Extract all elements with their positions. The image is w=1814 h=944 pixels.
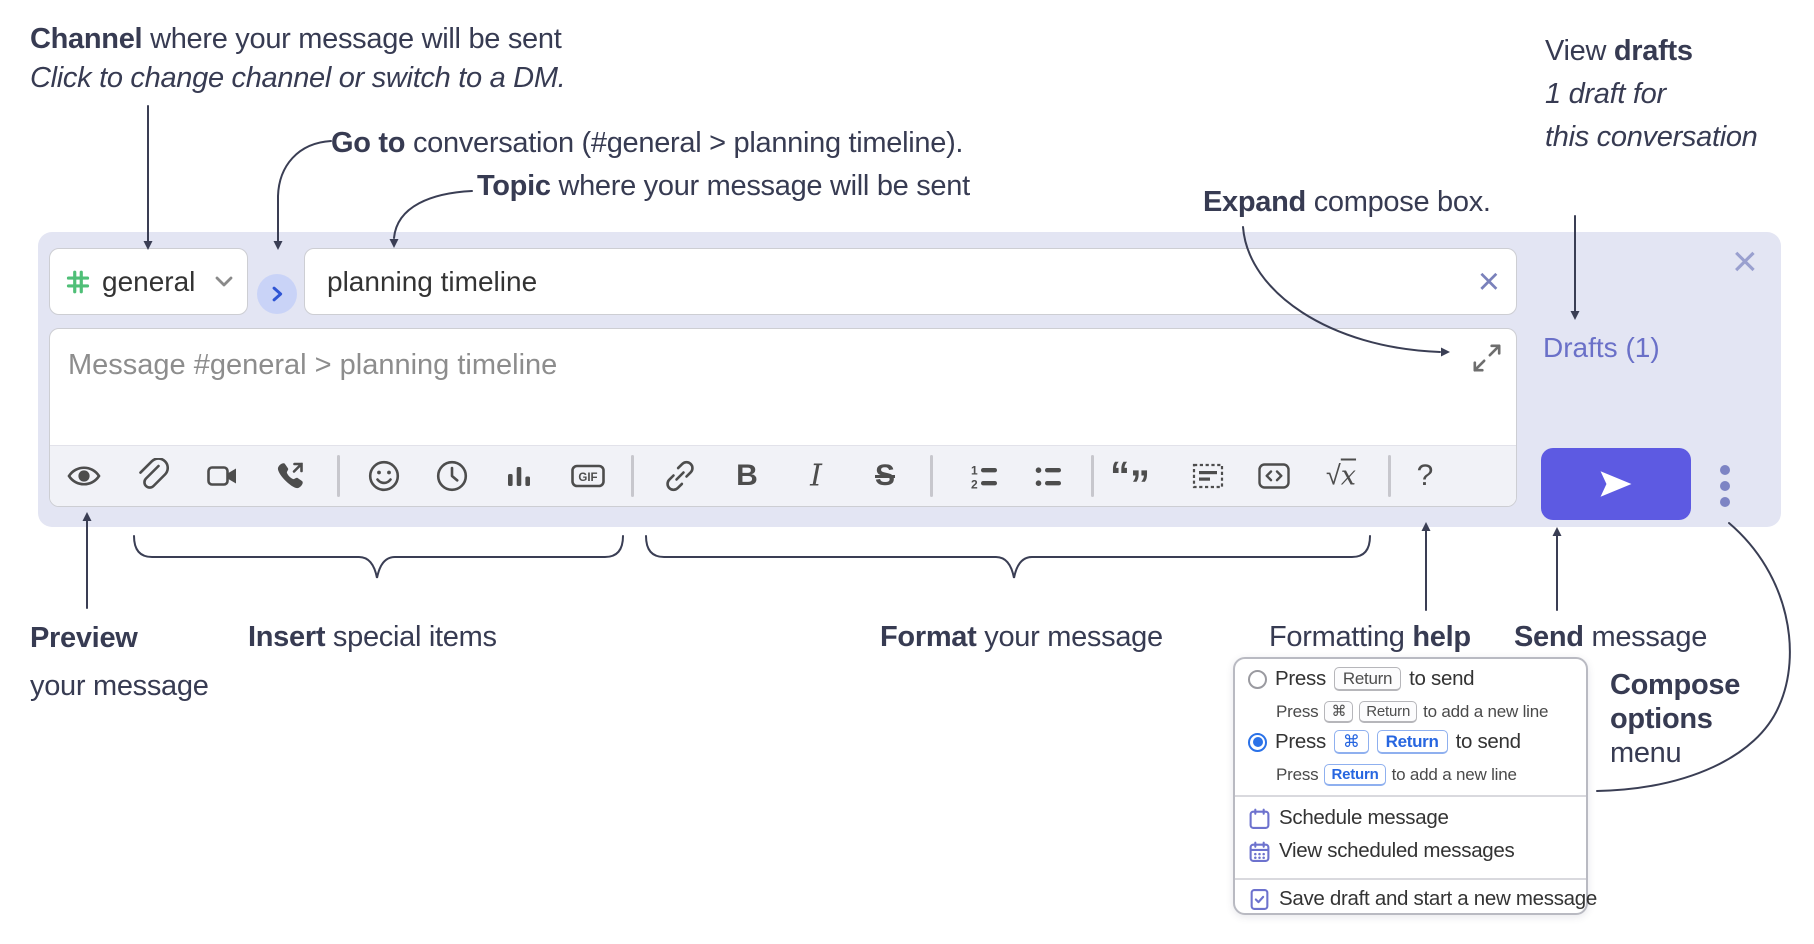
compose-box: general × × Message #general > planning … xyxy=(38,232,1781,527)
message-textarea[interactable]: Message #general > planning timeline xyxy=(50,329,1516,448)
toolbar-divider xyxy=(631,455,634,497)
message-box: Message #general > planning timeline xyxy=(49,328,1517,507)
draft-check-icon xyxy=(1248,888,1271,911)
send-button[interactable] xyxy=(1541,448,1691,520)
expand-compose-icon[interactable] xyxy=(1472,343,1502,378)
quote-icon[interactable]: “” xyxy=(1110,454,1150,507)
preview-icon[interactable] xyxy=(66,458,102,494)
calendar-grid-icon xyxy=(1248,840,1271,863)
svg-text:2: 2 xyxy=(971,478,978,492)
attach-file-icon[interactable] xyxy=(133,458,169,494)
return-key-chip: Return xyxy=(1333,667,1402,691)
return-key-chip: Return xyxy=(1376,730,1448,754)
annotation-send: Send message xyxy=(1514,621,1708,653)
clear-topic-icon[interactable]: × xyxy=(1477,260,1500,303)
menu-item-schedule-message[interactable]: Schedule message xyxy=(1248,806,1449,830)
go-to-conversation-button[interactable] xyxy=(257,274,297,314)
annotation-view-drafts: View drafts 1 draft for this conversatio… xyxy=(1545,35,1758,153)
annotation-compose-options: Compose options menu xyxy=(1610,669,1741,769)
menu-option-cmd-enter-sends[interactable]: Press ⌘ Return to send xyxy=(1248,730,1521,754)
toolbar-divider xyxy=(1091,455,1094,497)
math-icon[interactable]: √x xyxy=(1325,460,1357,492)
bold-icon[interactable]: B xyxy=(736,459,758,492)
toolbar-divider xyxy=(337,455,340,497)
return-key-chip: Return xyxy=(1359,701,1418,723)
menu-option-cmd-enter-sends-note: Press Return to add a new line xyxy=(1276,764,1517,786)
message-formatting-help-icon[interactable]: ? xyxy=(1416,459,1434,492)
radio-unselected-icon[interactable] xyxy=(1248,669,1267,689)
toolbar-divider xyxy=(1388,455,1391,497)
svg-text:GIF: GIF xyxy=(578,472,597,484)
channel-hash-icon xyxy=(66,270,90,293)
topic-input-box: × xyxy=(304,248,1517,315)
cmd-key-chip: ⌘ xyxy=(1333,730,1369,754)
annotation-insert: Insert special items xyxy=(248,621,497,653)
close-compose-icon[interactable]: × xyxy=(1732,237,1758,286)
menu-option-enter-sends[interactable]: Press Return to send xyxy=(1248,667,1475,691)
compose-options-menu: Press Return to send Press ⌘ Return to a… xyxy=(1233,657,1597,915)
video-call-icon[interactable] xyxy=(205,458,241,494)
menu-option-enter-sends-note: Press ⌘ Return to add a new line xyxy=(1276,701,1549,723)
annotation-format: Format your message xyxy=(880,621,1163,653)
cmd-key-chip: ⌘ xyxy=(1324,701,1354,723)
chevron-right-icon xyxy=(272,286,283,302)
code-icon[interactable] xyxy=(1256,458,1292,494)
compose-options-menu-icon[interactable] xyxy=(1720,465,1730,513)
annotation-preview: Preview your message xyxy=(30,622,209,702)
drafts-link[interactable]: Drafts (1) xyxy=(1543,332,1660,363)
italic-icon[interactable]: I xyxy=(810,458,822,494)
voice-call-icon[interactable] xyxy=(271,458,307,494)
annotation-channel: Channel where your message will be sent … xyxy=(30,23,566,94)
menu-divider xyxy=(1235,795,1586,797)
toolbar-divider xyxy=(930,455,933,497)
annotation-topic: Topic where your message will be sent xyxy=(477,170,970,202)
time-icon[interactable] xyxy=(434,458,470,494)
bulleted-list-icon[interactable] xyxy=(1032,458,1068,494)
link-icon[interactable] xyxy=(662,458,698,494)
menu-divider xyxy=(1235,878,1586,880)
radio-selected-icon[interactable] xyxy=(1248,732,1267,752)
spoiler-icon[interactable] xyxy=(1190,458,1226,494)
calendar-icon xyxy=(1248,807,1271,830)
channel-name: general xyxy=(102,265,196,297)
strikethrough-icon[interactable]: S xyxy=(874,459,896,492)
menu-item-save-draft[interactable]: Save draft and start a new message xyxy=(1248,887,1597,911)
menu-item-view-scheduled[interactable]: View scheduled messages xyxy=(1248,839,1515,863)
return-key-chip: Return xyxy=(1324,764,1386,786)
svg-text:1: 1 xyxy=(971,464,978,478)
gif-icon[interactable]: GIF xyxy=(570,458,606,494)
message-placeholder: Message #general > planning timeline xyxy=(68,349,558,381)
emoji-icon[interactable] xyxy=(366,458,402,494)
chevron-down-icon xyxy=(215,276,233,286)
annotation-goto: Go to conversation (#general > planning … xyxy=(331,127,964,159)
send-plane-icon xyxy=(1600,471,1632,497)
annotation-expand: Expand compose box. xyxy=(1203,186,1491,218)
annotation-formatting-help: Formatting help xyxy=(1269,621,1471,653)
poll-icon[interactable] xyxy=(501,458,537,494)
channel-selector[interactable]: general xyxy=(49,248,248,315)
topic-input[interactable] xyxy=(305,265,1462,298)
